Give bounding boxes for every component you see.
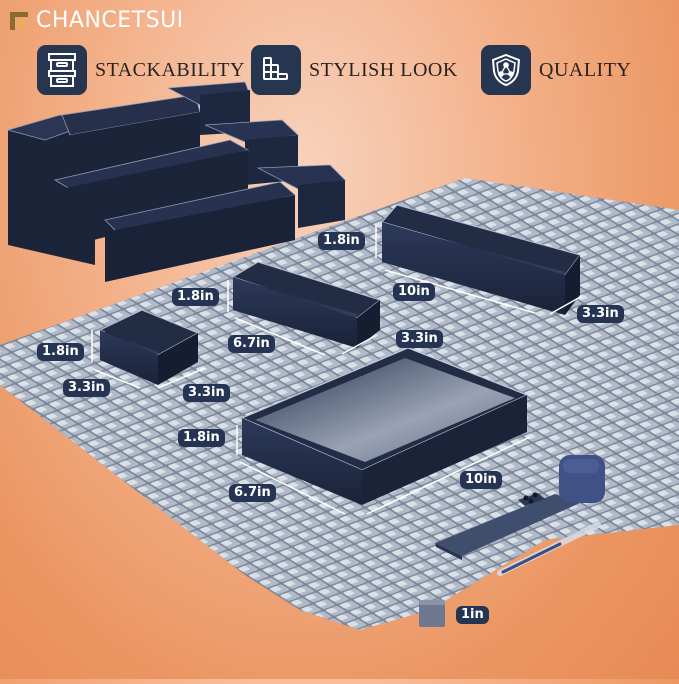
feature-label-quality: QUALITY (539, 58, 632, 81)
feature-quality: QUALITY (481, 45, 631, 95)
dim-long-height: 1.8in (318, 232, 365, 250)
dim-reference-cube: 1in (456, 606, 489, 624)
dim-large-height: 1.8in (178, 429, 225, 447)
dim-long-width: 3.3in (577, 305, 624, 323)
smartphone (435, 492, 580, 560)
dim-large-width: 10in (460, 471, 502, 489)
feature-stackability: STACKABILITY (37, 45, 245, 95)
stacked-organizers (6, 81, 346, 282)
tray-medium (231, 261, 382, 348)
pen (497, 522, 601, 576)
dimension-arrows (91, 225, 583, 515)
earbuds-case (559, 455, 605, 503)
feature-list: STACKABILITY STYLISH LOOK (37, 45, 679, 97)
dim-medium-length: 6.7in (228, 335, 275, 353)
feature-label-stylish-look: STYLISH LOOK (309, 58, 458, 81)
brand: CHANCETSUI (10, 8, 184, 33)
feature-stylish-look: STYLISH LOOK (251, 45, 458, 95)
dim-medium-width: 3.3in (396, 330, 443, 348)
dim-long-length: 10in (393, 283, 435, 301)
dim-large-length: 6.7in (229, 484, 276, 502)
dim-medium-height: 1.8in (172, 288, 219, 306)
feature-label-stackability: STACKABILITY (95, 58, 245, 81)
dim-small-length: 3.3in (63, 379, 110, 397)
dim-small-width: 3.3in (183, 384, 230, 402)
brand-name: CHANCETSUI (36, 8, 184, 33)
stacked-grid-icon (251, 45, 301, 95)
tray-small-square (98, 309, 200, 385)
brand-logo-icon (10, 11, 28, 30)
dim-small-height: 1.8in (37, 343, 84, 361)
shield-icon (481, 45, 531, 95)
storage-boxes-icon (37, 45, 87, 95)
tray-large (240, 347, 529, 505)
tray-long-narrow (381, 204, 581, 315)
reference-cube (419, 600, 445, 627)
